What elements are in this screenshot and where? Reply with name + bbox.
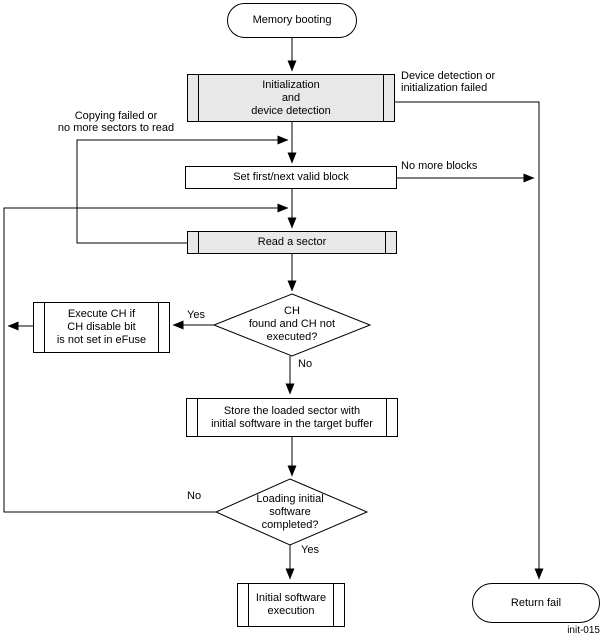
loading-decision-diamond: [214, 478, 369, 546]
edge-loadingno-loop-to-readsector: [3, 203, 289, 513]
node-memory-booting-label: Memory booting: [252, 14, 332, 26]
node-execute-ch-label: Execute CH if CH disable bit is not set …: [56, 308, 147, 346]
edge-readsector-to-setblock-loop: [76, 135, 289, 244]
edge-label-device-detection-failed: Device detection or initialization faile…: [401, 70, 496, 94]
ch-decision-diamond: [212, 293, 372, 357]
node-read-sector-label: Read a sector: [257, 236, 327, 248]
node-set-valid-block-label: Set first/next valid block: [233, 171, 349, 183]
node-memory-booting: Memory booting: [227, 3, 357, 38]
edge-label-loading-yes: Yes: [301, 544, 319, 556]
node-initial-sw-execution-label: Initial software execution: [255, 592, 327, 617]
node-execute-ch: Execute CH if CH disable bit is not set …: [33, 302, 170, 353]
edge-label-ch-yes: Yes: [187, 309, 205, 321]
edge-label-ch-no: No: [298, 358, 313, 370]
node-read-sector: Read a sector: [187, 231, 397, 254]
node-store-sector-label: Store the loaded sector with initial sof…: [211, 404, 373, 430]
node-set-valid-block: Set first/next valid block: [185, 166, 397, 189]
node-return-fail-label: Return fail: [510, 596, 562, 609]
node-store-sector: Store the loaded sector with initial sof…: [186, 398, 398, 437]
edge-label-no-more-blocks: No more blocks: [401, 160, 478, 172]
figure-id-label: init-015: [567, 625, 600, 636]
node-initial-sw-execution: Initial software execution: [237, 583, 345, 627]
node-return-fail: Return fail: [472, 583, 600, 623]
edge-label-loading-no: No: [187, 490, 202, 502]
node-ch-decision-label: CH found and CH not executed?: [248, 305, 336, 343]
edge-initfail-to-returnfail: [395, 101, 544, 580]
edge-label-copying-failed: Copying failed or no more sectors to rea…: [57, 110, 175, 134]
node-loading-decision-label: Loading initial software completed?: [256, 493, 324, 531]
node-initialization-label: Initialization and device detection: [251, 78, 331, 117]
node-initialization: Initialization and device detection: [187, 74, 395, 122]
